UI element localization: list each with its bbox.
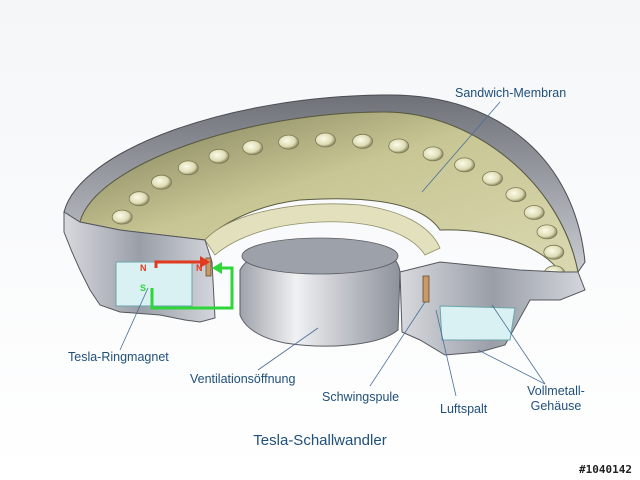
diagram-caption: Tesla-Schallwandler	[253, 432, 387, 449]
membrane-hole	[388, 138, 410, 154]
membrane-hole	[482, 171, 503, 186]
membrane-hole	[278, 134, 300, 150]
label-tesla-ringmagnet: Tesla-Ringmagnet	[68, 350, 169, 364]
voice-coil	[422, 275, 430, 303]
membrane-hole	[352, 133, 374, 149]
membrane-hole	[536, 224, 558, 240]
membrane-hole	[111, 209, 133, 225]
label-ventilationsoeffnung: Ventilationsöffnung	[190, 372, 296, 386]
pole-n-right: N	[196, 263, 203, 273]
membrane-hole	[315, 132, 336, 148]
membrane-hole	[208, 148, 230, 164]
label-housing-line2: Gehäuse	[530, 399, 582, 413]
flux-arrow-red	[154, 260, 200, 268]
label-housing-line1: Vollmetall-	[527, 384, 585, 398]
pole-n-left: N	[140, 263, 147, 273]
membrane-hole	[454, 157, 476, 173]
flux-arrow-red-head	[200, 256, 210, 268]
membrane-hole	[422, 146, 444, 162]
label-vollmetall-gehaeuse: Vollmetall- Gehäuse	[520, 384, 592, 414]
bore-top-edge	[241, 237, 399, 275]
ringmagnet-left	[115, 261, 193, 307]
membrane-hole	[543, 244, 565, 260]
label-luftspalt: Luftspalt	[440, 402, 488, 416]
label-sandwich-membran: Sandwich-Membran	[455, 86, 567, 100]
membrane-hole	[242, 140, 264, 156]
membrane-hole	[505, 187, 527, 203]
ringmagnet-right	[439, 305, 516, 341]
membrane-hole	[177, 160, 199, 176]
membrane-hole	[128, 191, 150, 207]
image-code: #1040142	[579, 463, 632, 476]
pole-s: S	[140, 283, 147, 293]
leader-lines	[119, 101, 546, 397]
membrane-hole	[523, 205, 545, 220]
flux-arrow-green	[150, 266, 234, 310]
flux-arrow-green-head	[212, 262, 222, 274]
voice-coil-left	[205, 257, 212, 277]
label-schwingspule: Schwingspule	[322, 390, 400, 404]
membrane-inner-ring	[204, 203, 441, 256]
membrane-hole	[151, 174, 172, 190]
